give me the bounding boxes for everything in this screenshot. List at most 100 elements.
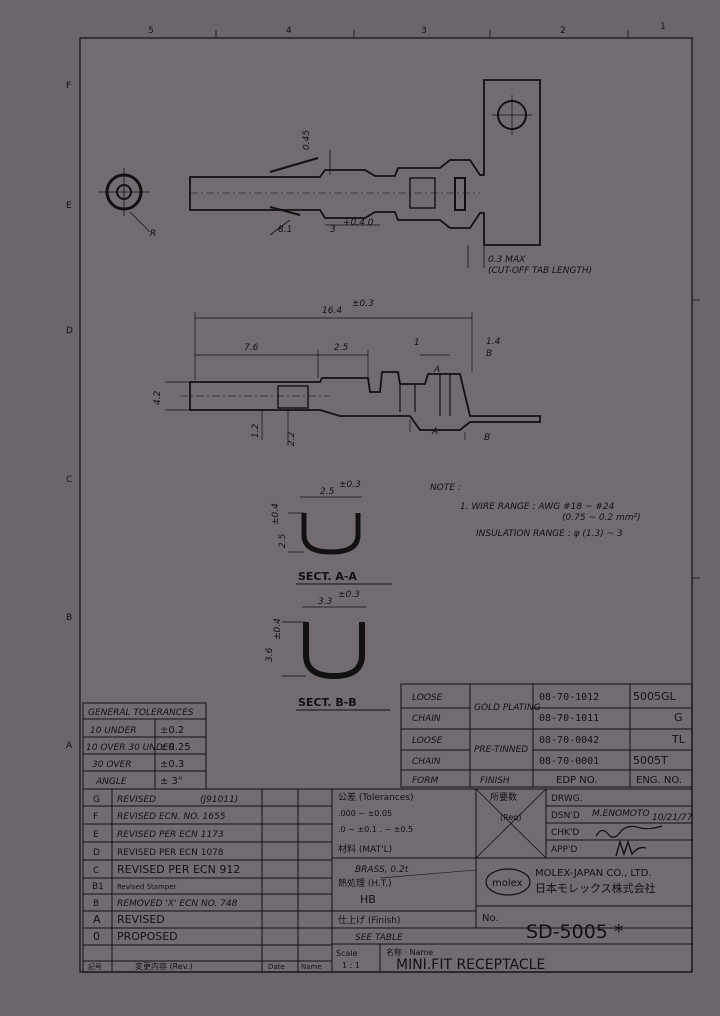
sect-b-width: 3.3: [318, 597, 333, 607]
dim-12: 1.2: [251, 423, 261, 438]
spec-cells: 公差 (Tolerances) .000 ~ ±0.05 .0 ~ ±0.1 .…: [336, 791, 545, 973]
chkd-signature: [595, 825, 663, 838]
row-label: E: [66, 201, 72, 211]
dim-14: 1.4: [486, 337, 501, 347]
column-labels: 5 4 3 2 1: [148, 22, 666, 36]
tolerance-range: ANGLE: [95, 777, 127, 787]
rev-footer-desc: 変更内容 (Rev.): [135, 961, 193, 971]
scale-value: 1 : 1: [342, 961, 360, 970]
row-labels: F E D C B A: [66, 81, 73, 751]
appd-label: APP'D: [551, 845, 577, 855]
tolerance-title: GENERAL TOLERANCES: [88, 708, 194, 718]
dim-25: 2.5: [334, 343, 349, 353]
sect-a-height-tol: ±0.4: [271, 503, 281, 525]
variant-form: LOOSE: [412, 693, 443, 703]
col-label: 2: [560, 26, 566, 36]
rev-code: F: [93, 812, 98, 822]
title-block-grid: [82, 788, 693, 973]
rev-footer-code: 記号: [88, 962, 102, 971]
dim-1: 1: [414, 338, 420, 348]
dim-3: 3: [330, 225, 336, 235]
note-title: NOTE :: [430, 483, 461, 493]
rev-desc: REVISED PER ECN 1078: [117, 848, 224, 858]
tol-line1: .000 ~ ±0.05: [338, 809, 392, 818]
tolerance-range: 10 OVER 30 UNDER: [86, 743, 175, 753]
dim-164-tol: ±0.3: [352, 299, 374, 309]
company-name-en: MOLEX-JAPAN CO., LTD.: [535, 868, 652, 879]
variants-table: [400, 683, 693, 788]
dim-76: 7.6: [244, 343, 259, 353]
dsnd-label: DSN'D: [551, 811, 580, 821]
dim-045: 0.45: [302, 130, 312, 150]
rev-code: 0: [93, 930, 100, 943]
variants-cells: LOOSE CHAIN LOOSE CHAIN GOLD PLATING PRE…: [412, 690, 686, 786]
note-line3: INSULATION RANGE : φ (1.3) ~ 3: [476, 529, 623, 539]
rev-footer-name: Name: [301, 963, 322, 971]
rev-desc: REMOVED 'X' ECN NO. 748: [117, 899, 238, 909]
dim-81: 8.1: [278, 225, 292, 235]
revision-rows: G REVISED (J91011) F REVISED ECN. NO. 16…: [88, 795, 322, 971]
tolerance-range: 10 UNDER: [90, 726, 137, 736]
variants-header: ENG. NO.: [636, 775, 682, 786]
section-b-mark-top: B: [486, 349, 492, 359]
rev-desc: Revised Stamper: [117, 883, 177, 891]
finish-label: 仕上げ (Finish): [338, 914, 401, 926]
col-label: 1: [660, 22, 666, 32]
rev-desc: REVISED PER ECN 912: [117, 863, 240, 876]
rev-code: B: [93, 899, 99, 909]
sect-a-width: 2.5: [320, 487, 335, 497]
tolerance-value: ±0.2: [160, 725, 184, 736]
variants-header: EDP NO.: [556, 775, 597, 786]
variant-eng: G: [674, 711, 683, 724]
rev-code: E: [93, 830, 99, 840]
qty-sub: (Req): [500, 813, 521, 822]
sect-a-label: SECT. A-A: [298, 570, 357, 583]
variant-edp: 08-70-0042: [539, 735, 599, 746]
side-view: [165, 312, 541, 445]
note-line1: 1. WIRE RANGE : AWG #18 ~ #24: [460, 502, 615, 512]
row-label: B: [66, 613, 72, 623]
variants-header: FINISH: [480, 776, 510, 786]
dim-cutoff-note: (CUT-OFF TAB LENGTH): [488, 266, 592, 276]
row-label: D: [66, 326, 73, 336]
variant-eng: 5005T: [633, 754, 668, 767]
sect-a-width-tol: ±0.3: [339, 480, 361, 490]
qty-label: 所要数: [490, 791, 517, 803]
section-b-b: 3.3 ±0.3 3.6 ±0.4 SECT. B-B: [265, 590, 390, 711]
company-name-jp: 日本モレックス株式会社: [535, 881, 656, 895]
finish-value: SEE TABLE: [355, 933, 403, 943]
tol-label: 公差 (Tolerances): [338, 791, 414, 803]
frame-ticks: [215, 30, 700, 579]
section-a-a: 2.5 ±0.3 2.5 ±0.4 SECT. A-A: [271, 480, 392, 585]
rev-code: G: [93, 795, 100, 805]
rev-desc: REVISED: [117, 795, 156, 805]
row-label: F: [66, 81, 71, 91]
mat-value: BRASS, 0.2t: [355, 865, 409, 875]
drawing-no-value: SD-5005 *: [526, 921, 623, 943]
col-label: 4: [286, 26, 292, 36]
dim-22: 2.2: [287, 431, 297, 446]
rev-code: B1: [92, 882, 104, 892]
rev-desc: PROPOSED: [117, 930, 178, 943]
drwg-label: DRWG.: [551, 794, 583, 804]
col-label: 3: [421, 26, 427, 36]
dim-164: 16.4: [322, 306, 342, 316]
rev-desc: REVISED PER ECN 1173: [117, 830, 224, 840]
dim-r: R: [150, 229, 156, 239]
rev-desc: REVISED ECN. NO. 1655: [117, 812, 226, 822]
ht-value: HB: [360, 893, 376, 906]
row-label: C: [66, 475, 72, 485]
col-label: 5: [148, 26, 154, 36]
tolerance-value: ± 3°: [160, 776, 183, 787]
variant-form: CHAIN: [412, 714, 441, 724]
note-line2: (0.75 ~ 0.2 mm²): [562, 513, 641, 523]
rev-desc: REVISED: [117, 913, 165, 926]
rev-footer-date: Date: [268, 963, 285, 971]
variant-form: CHAIN: [412, 757, 441, 767]
variant-edp: 08-70-1011: [539, 713, 599, 724]
note-block: NOTE : 1. WIRE RANGE : AWG #18 ~ #24 (0.…: [430, 483, 641, 539]
name-value: MINI.FIT RECEPTACLE: [396, 957, 545, 973]
drawing-no-label: No.: [482, 913, 499, 924]
